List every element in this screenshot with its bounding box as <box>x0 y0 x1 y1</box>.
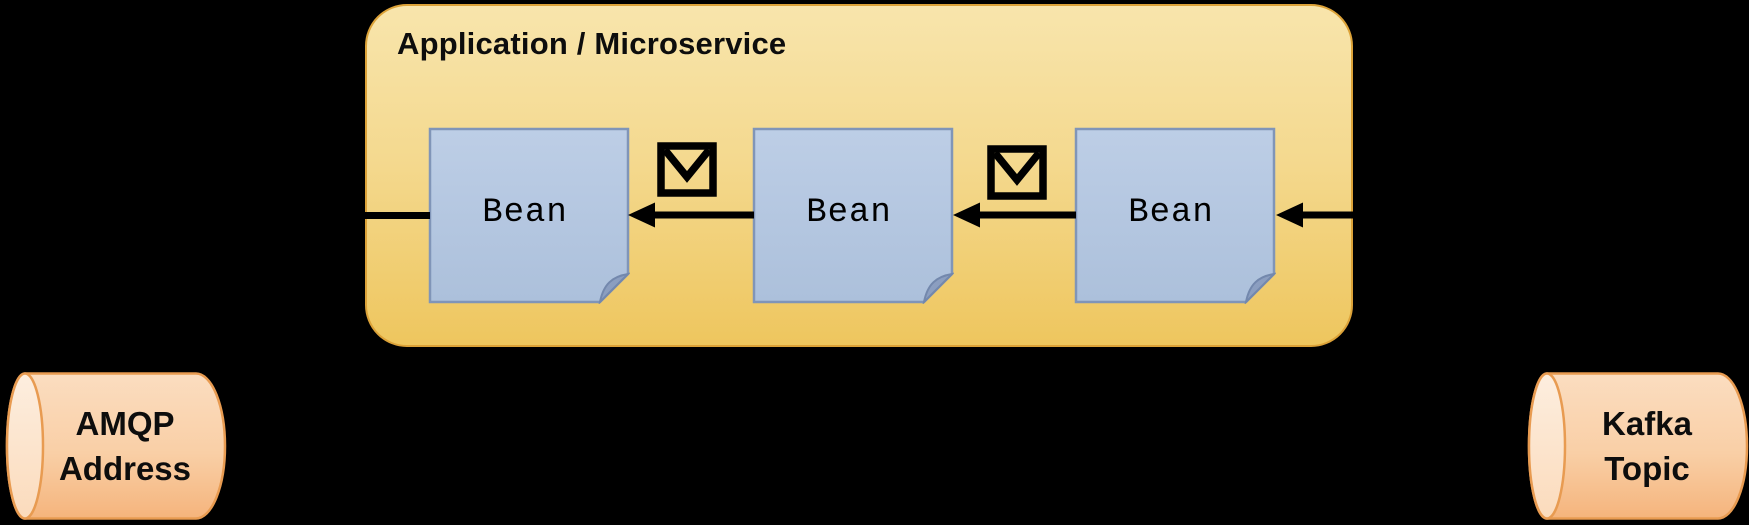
arrowhead-left <box>953 202 980 228</box>
bean-label: Bean <box>1128 193 1214 232</box>
kafka-label-line1: Kafka <box>1602 405 1692 442</box>
envelope-icon <box>657 142 717 197</box>
bean-box-2: Bean <box>752 127 954 304</box>
bean-box-3: Bean <box>1074 127 1276 304</box>
kafka-topic-cylinder: Kafka Topic <box>1526 371 1749 521</box>
bean-note-shape <box>752 127 954 304</box>
bean-note-shape <box>428 127 630 304</box>
bean-note-shape <box>1074 127 1276 304</box>
application-title: Application / Microservice <box>397 26 787 61</box>
amqp-address-cylinder: AMQP Address <box>4 371 228 521</box>
kafka-label-line2: Topic <box>1604 450 1690 487</box>
amqp-address-label: AMQP Address <box>4 371 228 521</box>
bean-label: Bean <box>482 193 568 232</box>
flow-arrow-bean3-to-bean2 <box>953 202 1076 228</box>
bean-label: Bean <box>806 193 892 232</box>
cylinder-end-cap <box>1527 372 1567 520</box>
bean-box-1: Bean <box>428 127 630 304</box>
amqp-label-line1: AMQP <box>75 405 175 442</box>
kafka-topic-label: Kafka Topic <box>1526 371 1749 521</box>
flow-arrow-bean2-to-bean1 <box>628 202 754 228</box>
envelope-icon <box>987 145 1047 200</box>
arrowhead-left <box>1276 202 1303 228</box>
folded-corner <box>922 272 954 304</box>
folded-corner <box>1244 272 1276 304</box>
cylinder-shape <box>5 372 227 520</box>
cylinder-end-cap <box>5 372 45 520</box>
arrowhead-left <box>628 202 655 228</box>
amqp-label-line2: Address <box>58 450 192 487</box>
folded-corner <box>598 272 630 304</box>
flow-arrow-kafka-to-bean3 <box>1276 202 1422 228</box>
flow-line-to-amqp <box>300 212 430 219</box>
cylinder-shape <box>1527 372 1749 520</box>
